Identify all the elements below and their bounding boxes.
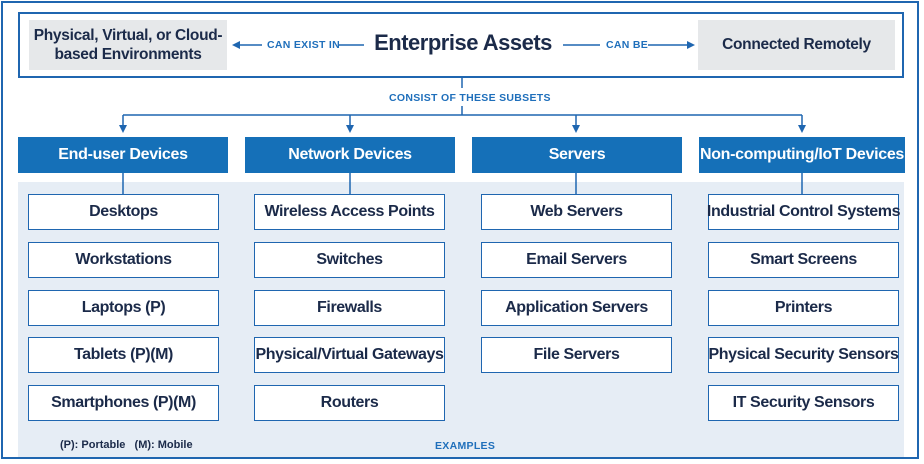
environments-box: Physical, Virtual, or Cloud-based Enviro…	[29, 20, 227, 70]
item-switches: Switches	[254, 242, 445, 278]
item-gateways: Physical/Virtual Gateways	[254, 337, 445, 373]
header-iot-devices: Non-computing/IoT Devices	[699, 137, 905, 173]
header-end-user-devices: End-user Devices	[18, 137, 228, 173]
legend-note: (P): Portable (M): Mobile	[60, 439, 193, 451]
item-routers: Routers	[254, 385, 445, 421]
item-application-servers: Application Servers	[481, 290, 672, 326]
header-servers: Servers	[472, 137, 682, 173]
item-email-servers: Email Servers	[481, 242, 672, 278]
item-web-servers: Web Servers	[481, 194, 672, 230]
can-exist-in-label: CAN EXIST IN	[267, 39, 341, 51]
item-laptops: Laptops (P)	[28, 290, 219, 326]
can-be-label: CAN BE	[606, 39, 649, 51]
connected-remotely-label: Connected Remotely	[722, 36, 871, 53]
item-smart-screens: Smart Screens	[708, 242, 899, 278]
environments-label: Physical, Virtual, or Cloud-based Enviro…	[33, 27, 223, 63]
examples-label: EXAMPLES	[435, 440, 496, 452]
item-printers: Printers	[708, 290, 899, 326]
consist-of-label: CONSIST OF THESE SUBSETS	[389, 92, 551, 104]
connected-remotely-box: Connected Remotely	[698, 20, 895, 70]
item-file-servers: File Servers	[481, 337, 672, 373]
item-industrial-control-systems: Industrial Control Systems	[707, 194, 901, 230]
item-firewalls: Firewalls	[254, 290, 445, 326]
item-physical-security-sensors: Physical Security Sensors	[708, 337, 899, 373]
item-tablets: Tablets (P)(M)	[28, 337, 219, 373]
item-it-security-sensors: IT Security Sensors	[708, 385, 899, 421]
item-wireless-access-points: Wireless Access Points	[254, 194, 445, 230]
item-desktops: Desktops	[28, 194, 219, 230]
item-smartphones: Smartphones (P)(M)	[28, 385, 219, 421]
item-workstations: Workstations	[28, 242, 219, 278]
diagram-title: Enterprise Assets	[374, 30, 552, 55]
header-network-devices: Network Devices	[245, 137, 455, 173]
